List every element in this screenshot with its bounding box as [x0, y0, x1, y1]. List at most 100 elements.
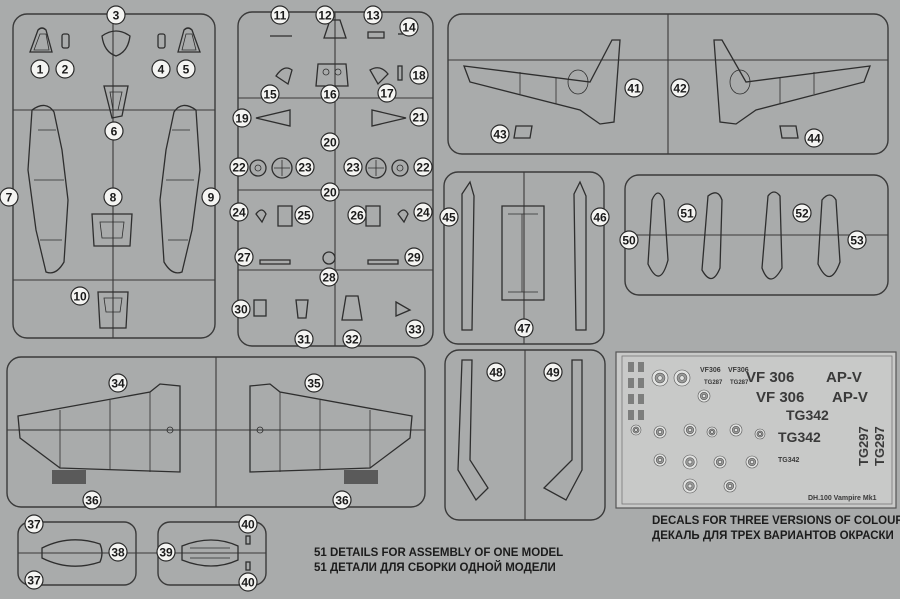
callout-circle: [543, 362, 563, 382]
part-17: [369, 67, 389, 86]
decal-roundel: [687, 459, 693, 465]
callout-circle: [229, 157, 249, 177]
part-number-label: 21: [412, 111, 426, 125]
callout-circle: [343, 157, 363, 177]
callout-circle: [319, 267, 339, 287]
part-33: [395, 300, 412, 317]
sprue-hi-parts: [41, 535, 251, 571]
part-number-label: 20: [323, 186, 337, 200]
part-53: [817, 194, 841, 278]
part-10: [97, 291, 129, 329]
callout-circle: [847, 230, 867, 250]
decal-stripe: [628, 394, 634, 404]
caption-decals-ru: ДЕКАЛЬ ДЛЯ ТРЕХ ВАРИАНТОВ ОКРАСКИ: [652, 530, 894, 542]
part-12-seat: [323, 19, 347, 39]
part-number-label: 7: [6, 191, 13, 205]
callout-circle: [399, 17, 419, 37]
decal-roundel: [758, 432, 762, 436]
part-number-label: 18: [412, 69, 426, 83]
part-31: [295, 299, 309, 319]
part-number-label: 20: [323, 136, 337, 150]
decal-code-1: VF 306: [746, 369, 794, 386]
part-number-label: 32: [345, 333, 359, 347]
part-number-label: 30: [234, 303, 248, 317]
part-number-label: 36: [335, 494, 349, 508]
decal-roundel: [688, 428, 692, 432]
callout-circle: [231, 299, 251, 319]
part-28: [322, 251, 336, 265]
callout-circle: [404, 247, 424, 267]
callout-circle: [24, 514, 44, 534]
part-number-label: 52: [795, 207, 809, 221]
callout-circle: [106, 5, 126, 25]
part-16-instrument: [315, 63, 349, 87]
callout-circle: [108, 542, 128, 562]
callout-circle: [108, 373, 128, 393]
callout-circle: [24, 570, 44, 590]
decal-stripe: [628, 362, 634, 372]
decal-sheet: VF 306 AP-V VF 306 AP-V TG342 TG342 TG29…: [615, 351, 897, 509]
callout-circle: [315, 5, 335, 25]
callout-circle: [0, 187, 19, 207]
decal-stripe: [628, 378, 634, 388]
callout-circle: [201, 187, 221, 207]
part-52: [761, 191, 783, 280]
decal-code-6: TG342: [778, 429, 821, 445]
part-number-label: 23: [298, 161, 312, 175]
callout-circle: [30, 59, 50, 79]
part-number-label: 24: [232, 206, 246, 220]
decal-stripe: [638, 410, 644, 420]
decal-code-11: TG287: [704, 380, 723, 386]
decal-roundel: [634, 428, 638, 432]
sprue-f-parts: [17, 383, 413, 484]
part-number-label: 8: [110, 191, 117, 205]
decal-code-4: AP-V: [832, 389, 868, 406]
part-number-label: 31: [297, 333, 311, 347]
part-number-label: 41: [627, 82, 641, 96]
callout-circle: [304, 373, 324, 393]
part-number-label: 34: [111, 377, 125, 391]
decal-code-8: TG297: [872, 426, 887, 466]
part-number-label: 48: [489, 366, 503, 380]
decal-roundel: [687, 483, 693, 489]
part-24-left: [255, 209, 267, 224]
part-number-label: 25: [297, 209, 311, 223]
callout-circle: [229, 202, 249, 222]
part-26: [365, 205, 381, 227]
part-number-label: 33: [408, 323, 422, 337]
part-number-label: 47: [517, 322, 531, 336]
part-number-label: 53: [850, 234, 864, 248]
part-4: [157, 33, 166, 49]
part-number-label: 5: [183, 63, 190, 77]
part-25: [277, 205, 293, 227]
part-18: [397, 65, 403, 81]
decal-roundel: [657, 375, 663, 381]
part-21: [371, 109, 407, 127]
part-number-label: 13: [366, 9, 380, 23]
decal-stripe: [628, 410, 634, 420]
callout-circle: [624, 78, 644, 98]
part-22-wheel-right: [391, 159, 409, 177]
part-49: [542, 359, 583, 501]
callout-circle: [320, 132, 340, 152]
part-6-cockpit: [103, 85, 129, 119]
callout-circle: [490, 124, 510, 144]
callout-circle: [156, 542, 176, 562]
part-42-boom-right: [713, 39, 871, 125]
part-7-fuselage-left: [27, 104, 69, 274]
callout-circle: [409, 107, 429, 127]
callout-circle: [294, 329, 314, 349]
part-number-label: 27: [237, 251, 251, 265]
decal-footer: DH.100 Vampire Mk1: [808, 495, 877, 502]
callout-circle: [238, 514, 258, 534]
decal-code-7: TG297: [856, 426, 871, 466]
decal-roundel: [658, 458, 662, 462]
part-47: [501, 205, 545, 301]
callout-circle: [377, 83, 397, 103]
callout-circle: [103, 187, 123, 207]
part-number-label: 28: [322, 271, 336, 285]
decal-code-10: VF306: [728, 367, 749, 374]
callout-circle: [409, 65, 429, 85]
